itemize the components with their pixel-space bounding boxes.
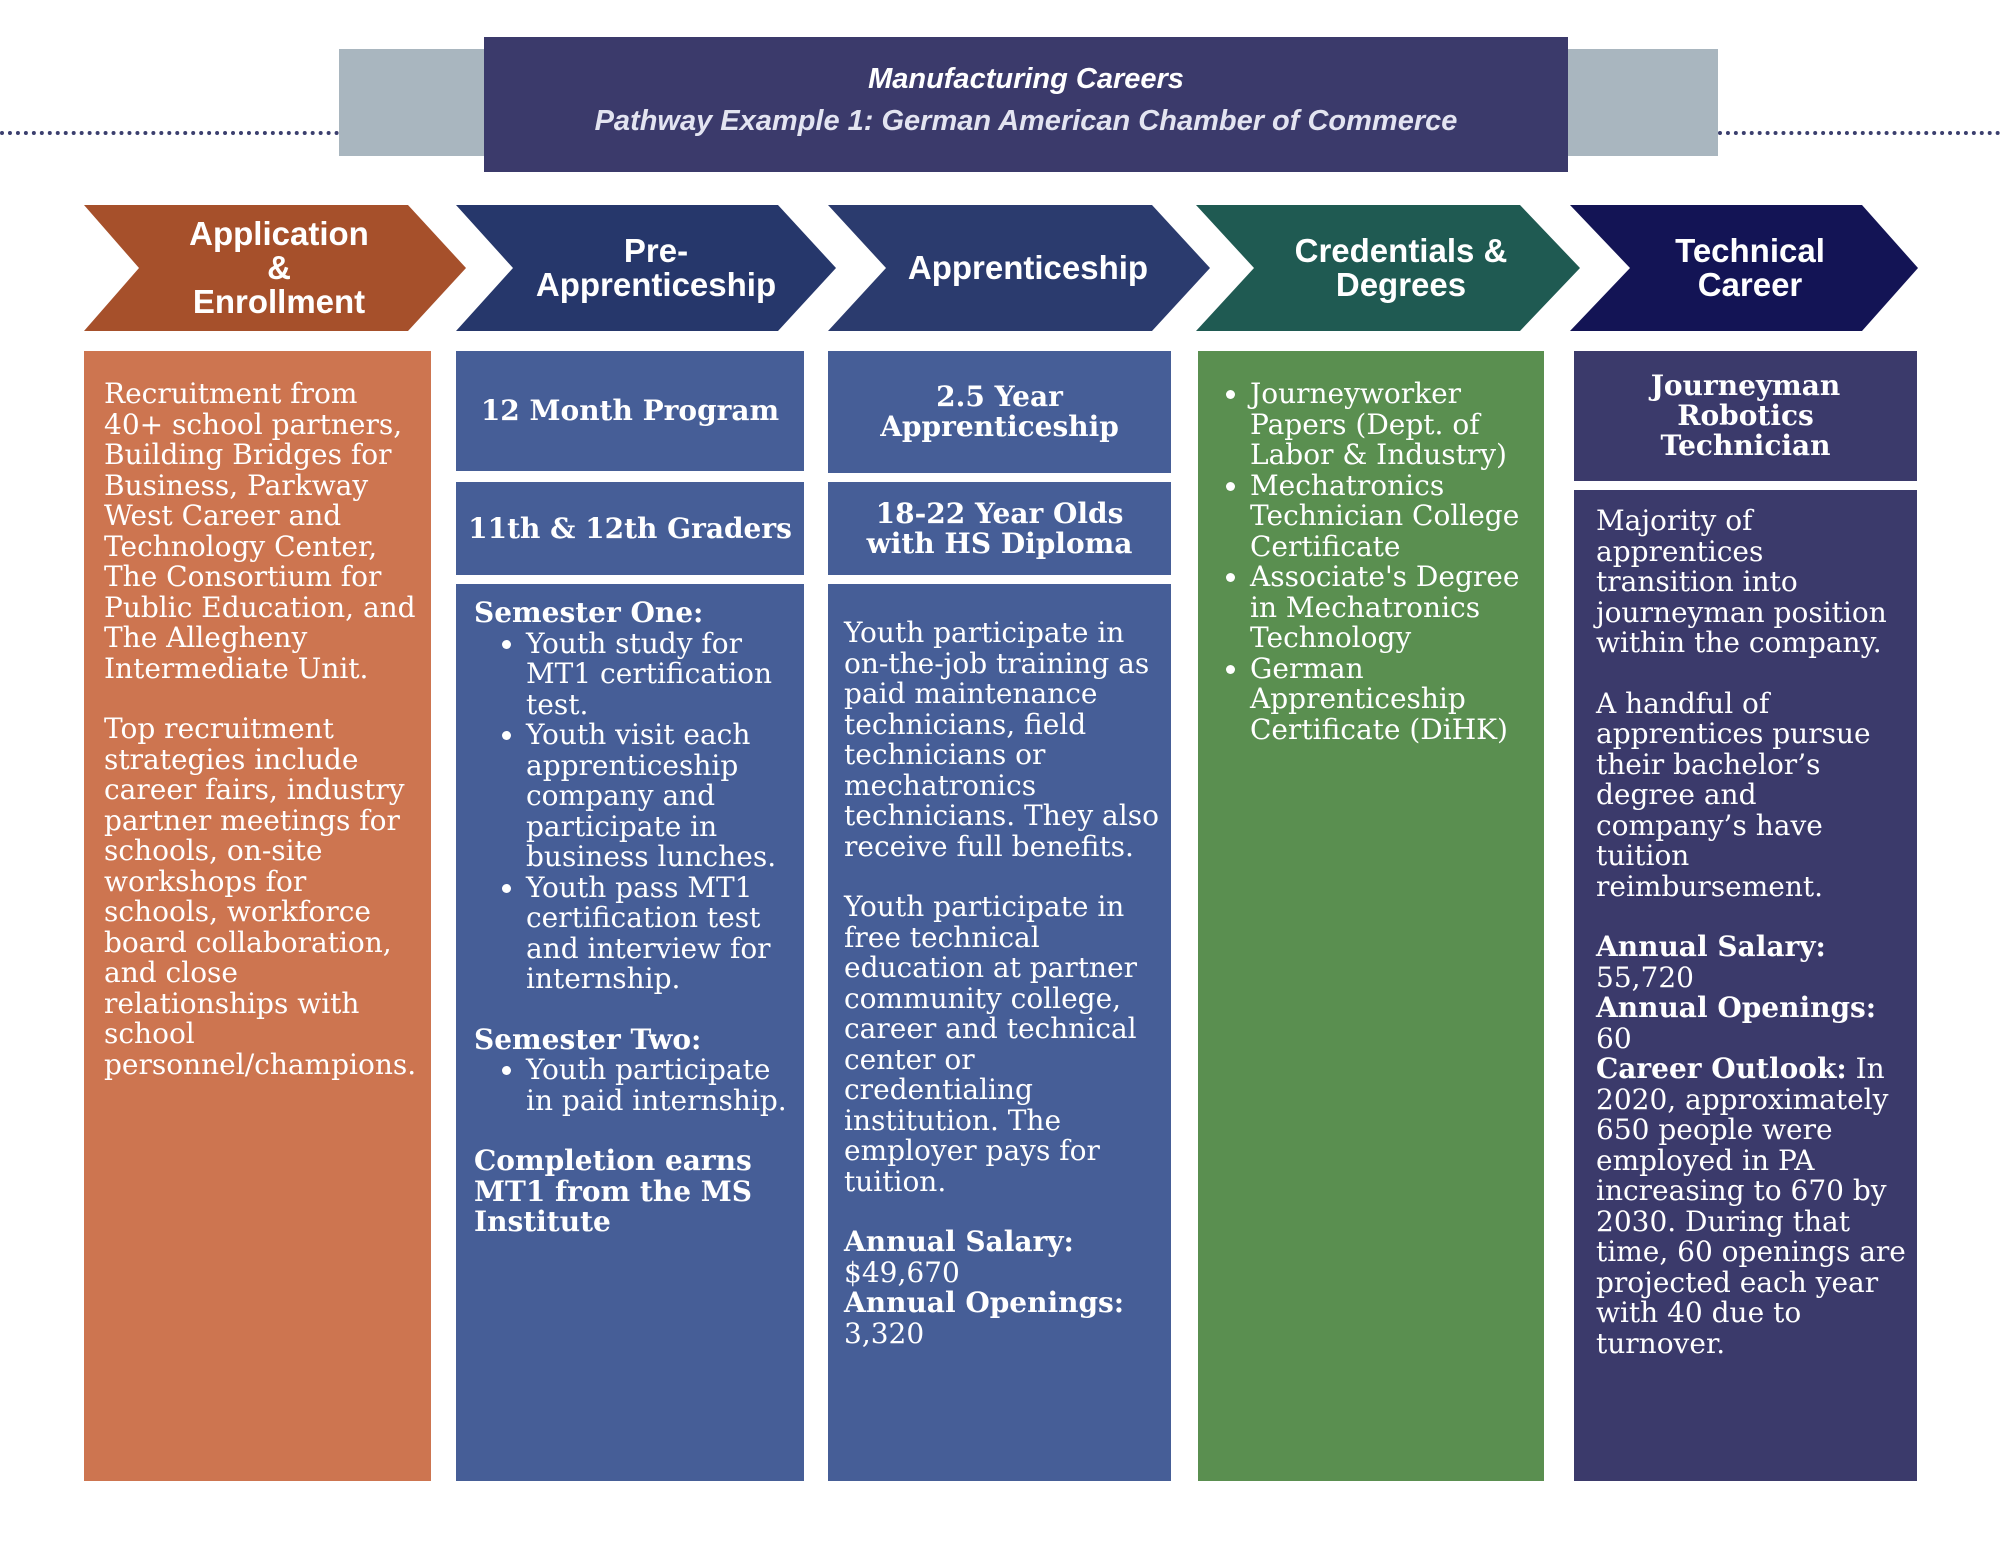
header-banner: Manufacturing Careers Pathway Example 1:… bbox=[484, 37, 1568, 172]
credentials-list: Journeyworker Papers (Dept. of Labor & I… bbox=[1198, 378, 1536, 746]
chevron-shape-pre-apprenticeship bbox=[456, 205, 836, 331]
stage-label-application: Application & Enrollment bbox=[189, 215, 369, 320]
header-band-right bbox=[1568, 49, 1718, 156]
semester-two-heading: Semester Two: bbox=[474, 1022, 702, 1056]
pre-apprenticeship-duration: 12 Month Program bbox=[480, 394, 780, 427]
stage-chevron-application: Application & Enrollment bbox=[84, 205, 466, 331]
semester-two-list: Youth participate in paid internship. bbox=[474, 1054, 796, 1116]
apprenticeship-audience-box: 18-22 Year Olds with HS Diploma bbox=[828, 482, 1171, 575]
career-openings-value: 60 bbox=[1596, 1021, 1632, 1055]
stage-chevron-career: Technical Career bbox=[1570, 205, 1918, 331]
career-salary-label: Annual Salary: bbox=[1596, 930, 1826, 963]
apprenticeship-openings-label: Annual Openings: bbox=[844, 1286, 1125, 1319]
stage-chevron-apprenticeship: Apprenticeship bbox=[828, 205, 1210, 331]
pre-apprenticeship-program-box: 12 Month Program bbox=[456, 351, 804, 471]
list-item: Associate's Degree in Mechatronics Techn… bbox=[1250, 561, 1536, 654]
completion-text: Completion earns MT1 from the MS Institu… bbox=[474, 1144, 752, 1238]
pre-apprenticeship-audience-box: 11th & 12th Graders bbox=[456, 482, 804, 575]
application-strategies-text: Top recruitment strategies include caree… bbox=[104, 712, 417, 1081]
apprenticeship-details: Youth participate in on-the-job training… bbox=[828, 584, 1171, 1481]
career-outlook-label: Career Outlook: bbox=[1596, 1052, 1847, 1085]
apprenticeship-duration-box: 2.5 Year Apprenticeship bbox=[828, 351, 1171, 473]
pre-apprenticeship-details: Semester One: Youth study for MT1 certif… bbox=[456, 584, 804, 1481]
semester-one-heading: Semester One: bbox=[474, 596, 704, 629]
career-degree-text: A handful of apprentices pursue their ba… bbox=[1596, 686, 1871, 903]
list-item: German Apprenticeship Certificate (DiHK) bbox=[1250, 653, 1536, 746]
career-openings-label: Annual Openings: bbox=[1596, 991, 1877, 1024]
apprenticeship-openings-value: 3,320 bbox=[844, 1316, 925, 1350]
stage-chevron-pre-apprenticeship: Pre-Apprenticeship bbox=[456, 205, 836, 331]
credentials-column: Journeyworker Papers (Dept. of Labor & I… bbox=[1198, 351, 1544, 1481]
list-item: Mechatronics Technician College Certific… bbox=[1250, 470, 1536, 563]
career-outlook: Career Outlook: In 2020, approximately 6… bbox=[1596, 1052, 1909, 1360]
page-title: Manufacturing Careers bbox=[868, 63, 1184, 95]
apprenticeship-training-text: Youth participate in on-the-job training… bbox=[844, 616, 1159, 863]
list-item: Youth participate in paid internship. bbox=[526, 1054, 796, 1116]
career-title-box: Journeyman Robotics Technician bbox=[1574, 351, 1917, 481]
list-item: Youth visit each apprenticeship company … bbox=[526, 719, 796, 873]
header-band-left bbox=[339, 49, 484, 156]
career-job-title: Journeyman Robotics Technician bbox=[1650, 369, 1841, 462]
stage-chevron-credentials: Credentials & Degrees bbox=[1196, 205, 1580, 331]
application-recruitment-text: Recruitment from 40+ school partners, Bu… bbox=[104, 377, 416, 685]
apprenticeship-salary-label: Annual Salary: bbox=[844, 1225, 1074, 1258]
list-item: Youth study for MT1 certification test. bbox=[526, 628, 796, 721]
apprenticeship-education-text: Youth participate in free technical educ… bbox=[844, 890, 1137, 1198]
apprenticeship-duration: 2.5 Year Apprenticeship bbox=[880, 380, 1119, 443]
apprenticeship-salary-value: $49,670 bbox=[844, 1255, 960, 1289]
career-salary-value: 55,720 bbox=[1596, 960, 1694, 994]
chevron-shape-application bbox=[84, 205, 466, 331]
application-column: Recruitment from 40+ school partners, Bu… bbox=[84, 351, 431, 1481]
apprenticeship-audience: 18-22 Year Olds with HS Diploma bbox=[866, 496, 1133, 560]
stage-label-credentials: Credentials & Degrees bbox=[1294, 232, 1508, 303]
pre-apprenticeship-audience: 11th & 12th Graders bbox=[468, 511, 792, 545]
list-item: Journeyworker Papers (Dept. of Labor & I… bbox=[1250, 378, 1536, 471]
chevron-shape-career bbox=[1570, 205, 1918, 331]
career-transition-text: Majority of apprentices transition into … bbox=[1596, 504, 1887, 659]
list-item: Youth pass MT1 certification test and in… bbox=[526, 872, 796, 995]
dotted-line-right bbox=[1718, 131, 2000, 135]
chevron-shape-credentials bbox=[1196, 205, 1580, 331]
career-details: Majority of apprentices transition into … bbox=[1574, 490, 1917, 1481]
semester-one-list: Youth study for MT1 certification test. … bbox=[474, 628, 796, 995]
stage-label-career: Technical Career bbox=[1675, 232, 1825, 303]
chevron-shape-apprenticeship bbox=[828, 205, 1210, 331]
dotted-line-left bbox=[0, 131, 339, 135]
stage-label-apprenticeship: Apprenticeship bbox=[907, 249, 1149, 286]
career-outlook-text: In 2020, approximately 650 people were e… bbox=[1596, 1052, 1906, 1360]
page-subtitle: Pathway Example 1: German American Chamb… bbox=[594, 105, 1458, 137]
stage-label-pre-apprenticeship: Pre-Apprenticeship bbox=[535, 232, 777, 303]
